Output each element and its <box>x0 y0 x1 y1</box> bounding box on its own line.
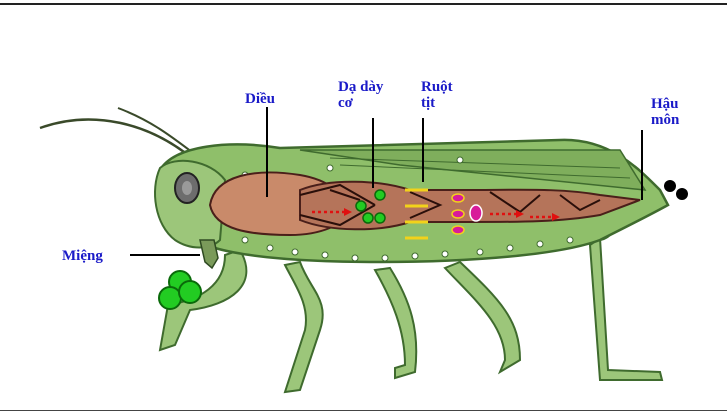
label-ruot-tit: Ruột tịt <box>421 79 453 111</box>
waste-particles <box>664 180 688 200</box>
mouthparts <box>200 240 218 268</box>
label-da-day-co: Dạ dày cơ <box>338 79 383 111</box>
label-ruot-line-1: Ruột <box>421 79 453 95</box>
label-da-day-line-2: cơ <box>338 95 383 111</box>
mid-leg <box>285 262 323 392</box>
hind-leg-tibia <box>590 238 662 380</box>
label-hau-line-2: môn <box>651 112 679 128</box>
label-ruot-line-2: tịt <box>421 95 453 111</box>
rear-leg-2 <box>445 262 520 372</box>
label-hau-mon: Hậu môn <box>651 96 679 128</box>
mid-leg-2 <box>375 268 416 378</box>
label-da-day-line-1: Dạ dày <box>338 79 383 95</box>
label-mieng: Miệng <box>62 248 103 264</box>
label-hau-line-1: Hậu <box>651 96 679 112</box>
label-dieu: Diều <box>245 91 275 107</box>
